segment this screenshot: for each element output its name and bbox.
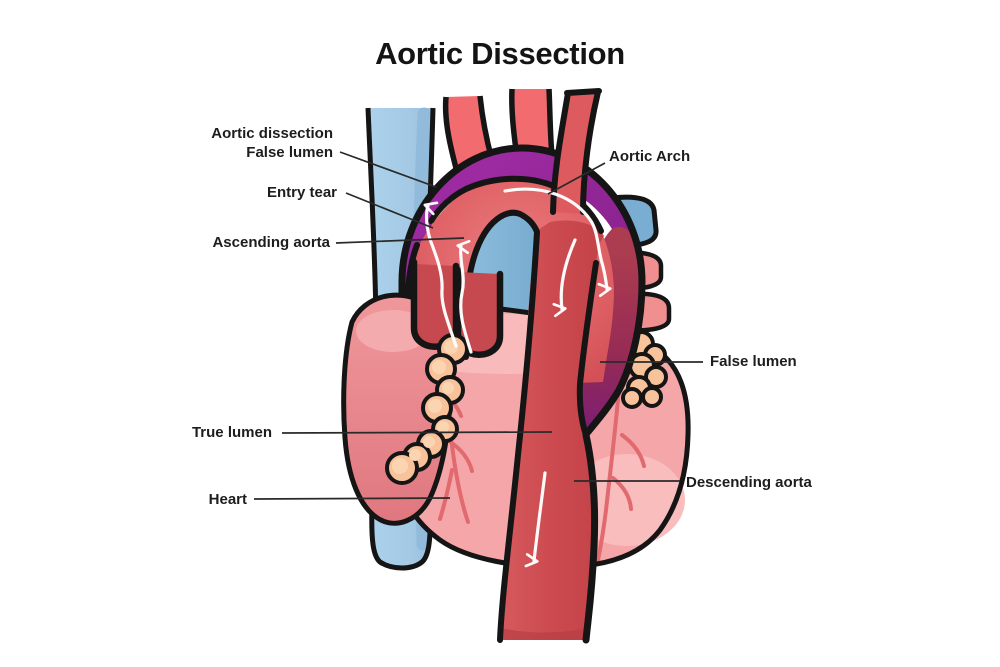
branch-stub-2 (511, 89, 553, 160)
page-title: Aortic Dissection (375, 36, 625, 71)
flow-arrow-entry-tear (423, 201, 458, 348)
root-stump-left (414, 264, 456, 347)
label-heart: Heart (208, 491, 247, 508)
leader-aortic-arch (547, 162, 606, 195)
branch-outline (550, 88, 602, 215)
descending-aorta-vessel (500, 220, 604, 640)
leader-true-lumen (281, 431, 553, 434)
label-entry-tear: Entry tear (266, 184, 337, 201)
label-aortic-dissection-false-lumen: Aortic dissection False lumen (211, 125, 333, 162)
leader-ascending-aorta (335, 237, 465, 244)
right-auricle (621, 330, 668, 409)
label-ascending-aorta: Ascending aorta (212, 234, 330, 251)
leader-lines (253, 151, 703, 500)
coronary-vessels (426, 350, 646, 562)
leader-heart (253, 497, 451, 500)
leader-aortic-dissection (339, 151, 437, 188)
flow-arrow-ascending (456, 239, 473, 354)
descending-aorta-cut-edge (500, 628, 585, 640)
label-false-lumen-right: False lumen (710, 353, 797, 370)
left-auricle (385, 333, 469, 485)
leader-entry-tear (345, 192, 434, 229)
brachiocephalic-branch (550, 88, 602, 215)
flow-arrows (423, 187, 612, 568)
dissection-flap-right (576, 260, 599, 438)
label-descending-aorta: Descending aorta (686, 474, 812, 491)
descending-right-outline (582, 431, 599, 644)
flow-arrow-descending (524, 471, 547, 568)
arch-branch-vessels (442, 88, 555, 170)
label-true-lumen: True lumen (191, 424, 272, 441)
inner-lumen-outline (463, 209, 541, 643)
aorta-outer-outline (398, 144, 646, 437)
label-aortic-dissection: Aortic dissection (211, 125, 333, 142)
flow-arrow-arch (503, 187, 612, 298)
flow-arrow-true-lumen (552, 238, 577, 318)
aortic-root-stumps (410, 258, 504, 358)
label-false-lumen-top: False lumen (246, 143, 333, 161)
root-stump-right (458, 272, 500, 355)
label-aortic-arch: Aortic Arch (609, 148, 691, 165)
